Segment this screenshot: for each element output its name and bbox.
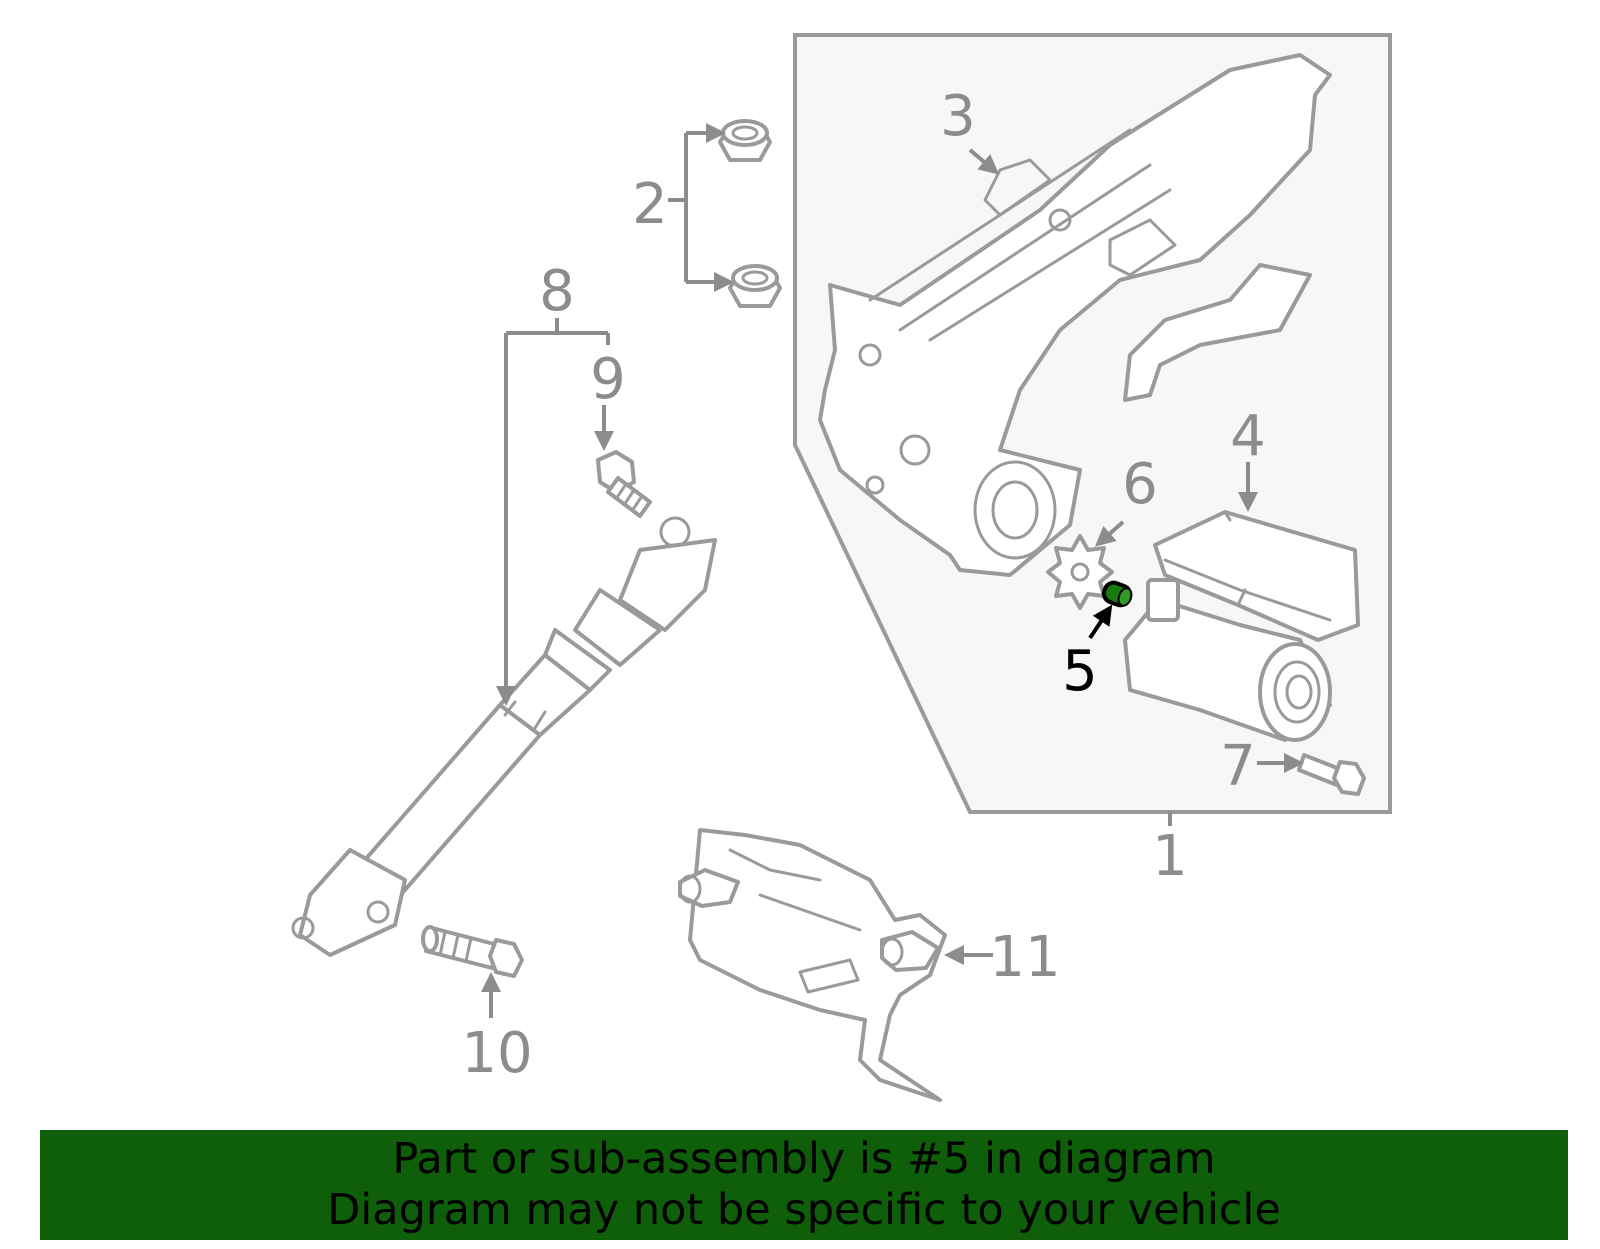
bolt-part-9 [596,450,652,518]
leader-6 [1094,520,1125,547]
bolt-part-10 [421,925,524,978]
leader-5 [1088,604,1113,640]
info-banner: Part or sub-assembly is #5 in diagram Di… [40,1130,1568,1240]
callout-5: 5 [1062,639,1098,704]
assembly-box [793,33,1392,814]
leader-3 [968,148,1000,175]
callout-4: 4 [1230,404,1266,469]
parts-diagram: 1 2 3 4 5 6 7 8 9 10 11 [291,33,1392,1102]
steering-column-part-3 [818,53,1332,577]
callout-9: 9 [590,347,626,412]
motor-part-4 [1123,510,1360,742]
callout-6: 6 [1122,452,1158,517]
callout-7: 7 [1220,734,1256,799]
leader-8 [506,318,610,345]
banner-line-2: Diagram may not be specific to your vehi… [327,1185,1281,1235]
callout-1: 1 [1152,824,1188,889]
callout-11: 11 [989,925,1060,990]
callout-2: 2 [632,172,668,237]
nuts-part-2 [718,119,782,308]
callout-10: 10 [461,1021,532,1086]
callout-3: 3 [940,84,976,149]
gear-part-6 [1046,534,1114,610]
bracket-part-11 [678,828,947,1102]
banner-line-1: Part or sub-assembly is #5 in diagram [392,1134,1216,1184]
callout-8: 8 [539,259,575,324]
intermediate-shaft-part-8 [291,516,717,957]
sleeve-part-5 [1101,580,1133,608]
